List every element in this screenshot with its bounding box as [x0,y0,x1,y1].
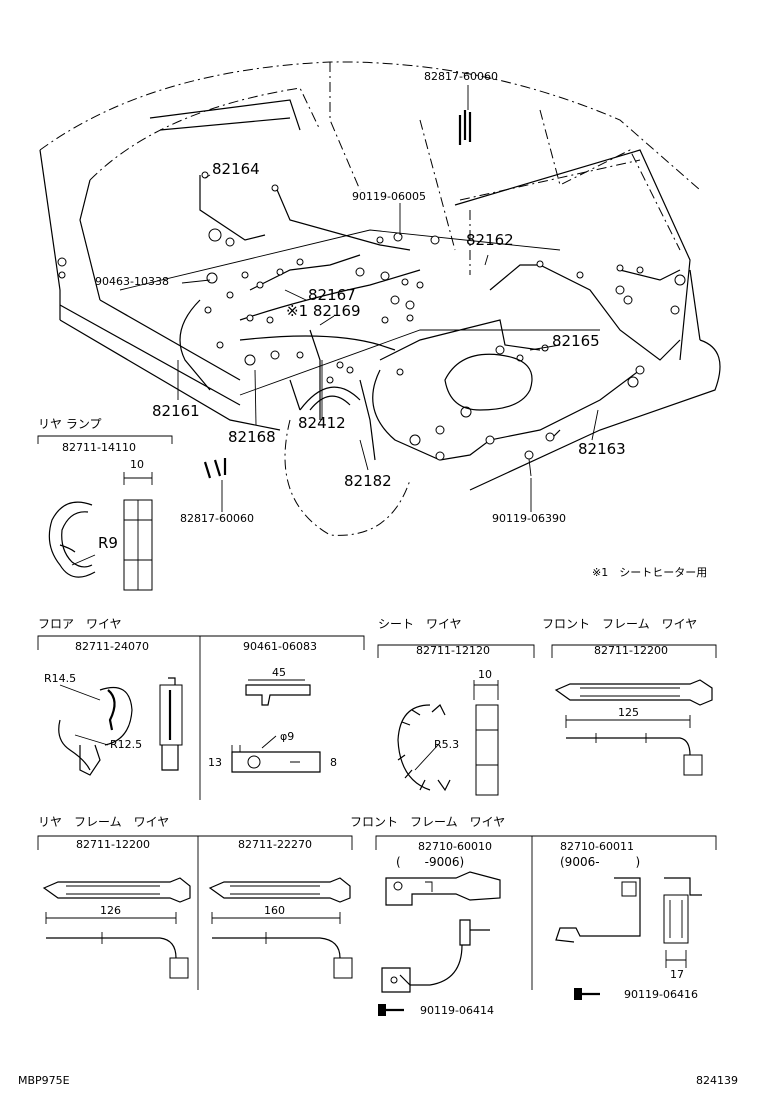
rear-lamp-part: 82711-14110 [62,441,136,454]
front-frame-wire-top-part: 82711-12200 [594,644,668,657]
harness-wires [179,175,681,461]
label-82162: 82162 [466,231,514,249]
floor-wire-dim-r2: R12.5 [110,738,142,751]
seat-wire-title: シート ワイヤ [378,617,462,631]
front-frame-wire-bottom-bolt-b: 90119-06416 [624,988,698,1001]
label-90119-06005: 90119-06005 [352,190,426,203]
rear-frame-wire-title: リヤ フレーム ワイヤ [38,815,169,829]
rear-lamp-bracket [37,435,173,444]
vehicle-body [39,61,721,536]
seat-wire-dim-width: 10 [478,668,492,681]
floor-wire-bracket-drawing [231,679,321,773]
connectors [57,171,686,461]
label-82817-60060-bottom: 82817-60060 [180,512,254,525]
floor-wire-dim-h2: 8 [330,756,337,769]
front-frame-wire-bottom-range-a: ( -9006) [396,855,464,869]
fuel-tank [444,353,533,411]
floor-wire-dim-len: 45 [272,666,286,679]
spring-clip-top [458,110,472,145]
rear-frame-wire-dim-b: 160 [264,904,285,917]
footer-right-code: 824139 [696,1074,738,1087]
label-82161: 82161 [152,402,200,420]
floor-wire-title: フロア ワイヤ [38,617,122,631]
label-90463-10338: 90463-10338 [95,275,169,288]
leader-lines [177,85,599,512]
bolt-06390 [524,450,534,477]
front-frame-wire-bottom-title: フロント フレーム ワイヤ [350,815,505,829]
label-82169: ※1 82169 [286,302,361,320]
label-82165: 82165 [552,332,600,350]
footer-left-code: MBP975E [18,1074,70,1087]
floor-wire-bracket [37,635,365,800]
front-frame-wire-top-bracket [551,644,717,658]
front-frame-wire-bottom-dim-17: 17 [670,968,684,981]
label-82163: 82163 [578,440,626,458]
rear-lamp-dim-radius: R9 [98,534,118,552]
floor-wire-part-a: 82711-24070 [75,640,149,653]
rear-frame-wire-part-b: 82711-22270 [238,838,312,851]
seat-wire-clip-drawing [397,680,499,796]
floor-wire-dim-r1: R14.5 [44,672,76,685]
seat-wire-bracket [377,644,535,658]
rear-frame-wire-drawing-b [208,877,353,979]
front-frame-wire-bottom-bracket [375,835,717,990]
floor-wire-dim-hole: φ9 [280,730,294,743]
rear-frame-wire-bracket [37,835,353,990]
floor-wire-dim-h1: 13 [208,756,222,769]
label-82167: 82167 [308,286,356,304]
rear-lamp-title: リヤ ランプ [38,417,101,431]
front-frame-wire-bottom-part-a: 82710-60010 [418,840,492,853]
front-frame-wire-top-drawing [554,679,713,776]
label-82412: 82412 [298,414,346,432]
label-90119-06390: 90119-06390 [492,512,566,525]
front-frame-wire-top-title: フロント フレーム ワイヤ [542,617,697,631]
bolt-06414 [378,1004,404,1016]
rear-lamp-dim-width: 10 [130,458,144,471]
front-frame-wire-bottom-range-b: (9006- ) [560,855,640,869]
front-frame-wire-bottom-part-b: 82710-60011 [560,840,634,853]
front-frame-wire-bottom-bolt-a: 90119-06414 [420,1004,494,1017]
front-frame-wire-top-dim: 125 [618,706,639,719]
spring-clip-bottom [203,458,227,479]
bolt-06416 [574,988,600,1000]
rear-frame-wire-dim-a: 126 [100,904,121,917]
seat-wire-part: 82711-12120 [416,644,490,657]
label-82168: 82168 [228,428,276,446]
front-frame-wire-bottom-drawing-b [555,877,702,968]
label-82164: 82164 [212,160,260,178]
label-82182: 82182 [344,472,392,490]
seat-wire-dim-radius: R5.3 [434,738,459,751]
floor-wire-clip-drawing [58,677,183,776]
front-frame-wire-bottom-drawing-a [381,871,501,993]
floor-wire-part-b: 90461-06083 [243,640,317,653]
footnote-seat-heater: ※1 シートヒーター用 [592,566,707,579]
label-82817-60060-top: 82817-60060 [424,70,498,83]
rear-frame-wire-drawing-a [42,877,191,979]
rear-frame-wire-part-a: 82711-12200 [76,838,150,851]
rear-lamp-clip-drawing [48,472,153,591]
